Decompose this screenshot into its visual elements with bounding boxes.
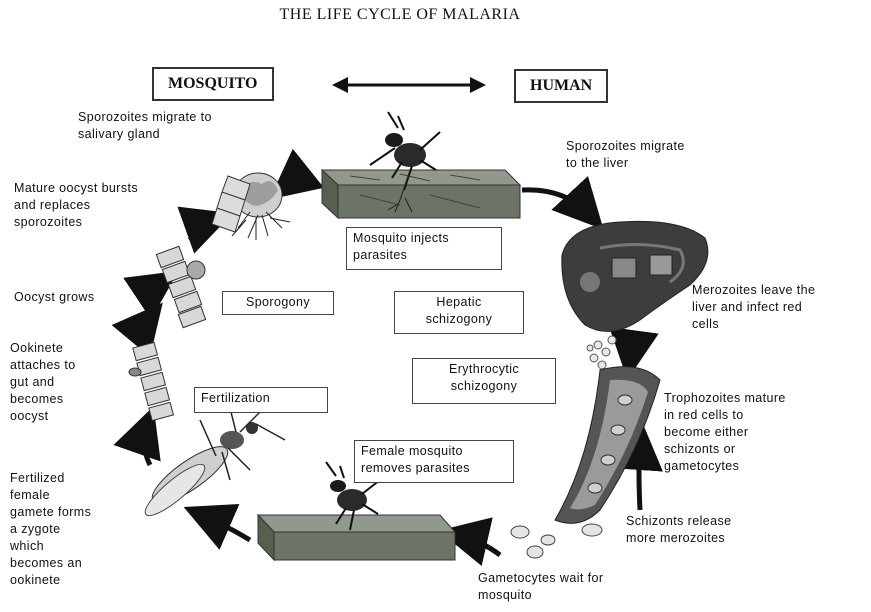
arrow-skin-to-female-icon (202, 515, 250, 540)
arrow-vessel-up-icon (639, 440, 640, 510)
diagram-title: THE LIFE CYCLE OF MALARIA (0, 6, 800, 24)
female-mosquito-icon (139, 408, 285, 522)
blood-vessel-icon (555, 367, 660, 524)
step-gametocytes: Gametocytes wait for mosquito (478, 570, 603, 604)
ookinete-cells-icon (129, 342, 173, 420)
stage-hepatic-schizogony: Hepatic schizogony (394, 291, 524, 334)
stage-fertilization: Fertilization (194, 387, 328, 413)
step-merozoites-leave: Merozoites leave the liver and infect re… (692, 282, 815, 333)
stage-female-removes-parasites: Female mosquito removes parasites (354, 440, 514, 483)
liver-icon (562, 221, 708, 331)
step-sporozoites-salivary: Sporozoites migrate to salivary gland (78, 109, 212, 143)
arrow-oocyst-to-salivary-icon (190, 220, 214, 240)
arrow-gametocytes-to-skin-icon (458, 535, 500, 555)
arrow-gut-to-oocyst-icon (152, 282, 162, 300)
double-arrow-icon (332, 77, 486, 93)
gametocytes-icon (511, 524, 602, 558)
arrow-liver-to-vessel-icon (624, 330, 630, 360)
merozoites-released-icon (587, 336, 616, 369)
step-oocyst-grows: Oocyst grows (14, 289, 95, 306)
mosquito-host-label: MOSQUITO (152, 67, 274, 101)
stage-mosquito-injects: Mosquito injects parasites (346, 227, 502, 270)
step-oocyst-bursts: Mature oocyst bursts and replaces sporoz… (14, 180, 138, 231)
step-trophozoites: Trophozoites mature in red cells to beco… (664, 390, 786, 475)
stage-erythrocytic-schizogony: Erythrocytic schizogony (412, 358, 556, 404)
human-host-label: HUMAN (514, 69, 608, 103)
stage-sporogony: Sporogony (222, 291, 334, 315)
arrow-to-liver-icon (522, 190, 590, 215)
step-schizonts: Schizonts release more merozoites (626, 513, 731, 547)
arrow-zygote-to-ookinete-icon (144, 425, 150, 465)
arrow-skin-to-salivary-icon (285, 180, 316, 187)
step-sporozoites-liver: Sporozoites migrate to the liver (566, 138, 685, 172)
step-ookinete: Ookinete attaches to gut and becomes ooc… (10, 340, 76, 425)
oocyst-cells-icon (156, 246, 205, 327)
salivary-gland-icon (212, 173, 290, 240)
step-zygote: Fertilized female gamete forms a zygote … (10, 470, 91, 589)
skin-block-top-icon (322, 170, 520, 218)
skin-block-bottom-icon (258, 515, 455, 560)
